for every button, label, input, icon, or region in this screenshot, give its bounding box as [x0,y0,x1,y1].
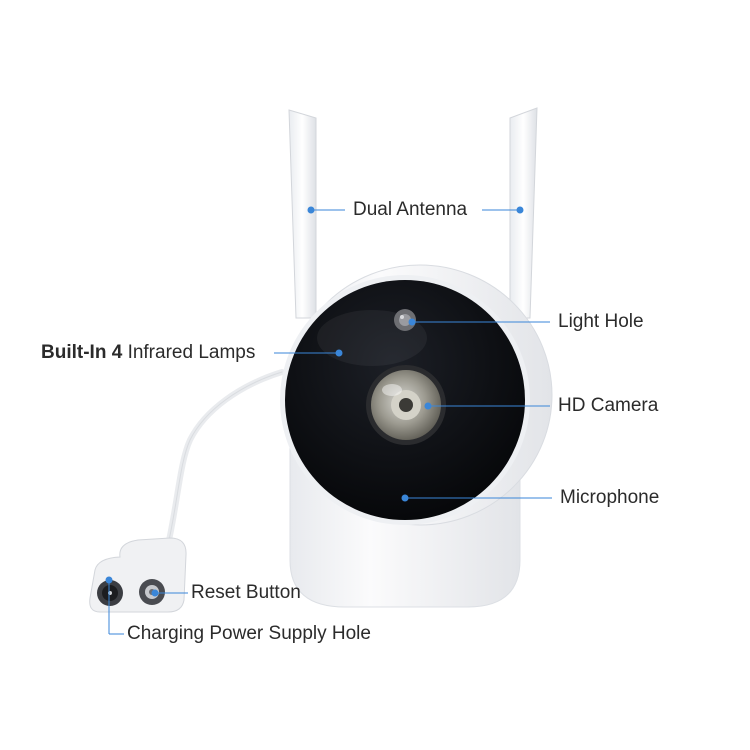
reset-button-label: Reset Button [191,582,301,603]
light-hole-label: Light Hole [558,311,644,332]
dual-antenna-label: Dual Antenna [353,199,468,220]
right-antenna [509,107,538,319]
light-hole-sensor [394,309,416,331]
microphone-label: Microphone [560,487,660,508]
infrared-lamps-count: Built-In 4 [41,342,123,363]
power-cable [165,369,285,548]
cable-connector [89,537,187,613]
callout-lines [105,206,552,635]
camera-lens [366,365,446,445]
hd-camera-label: HD Camera [558,395,659,416]
charging-hole-label: Charging Power Supply Hole [127,623,371,644]
infrared-lamps-text: Infrared Lamps [127,342,256,363]
left-antenna [288,109,317,319]
infrared-lamps-label: Built-In 4 Infrared Lamps [41,342,255,364]
